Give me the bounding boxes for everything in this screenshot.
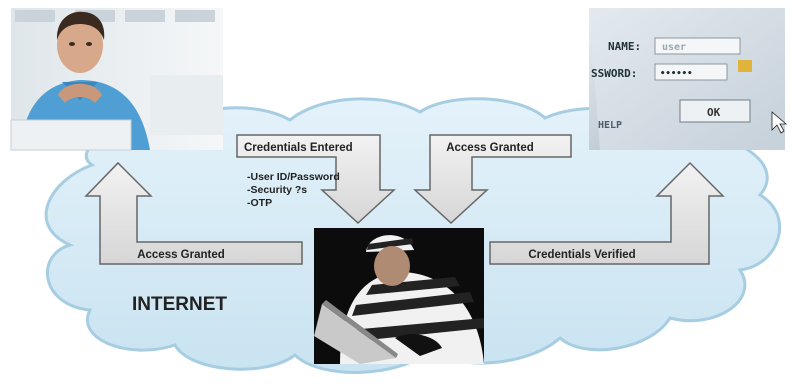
thief-photo <box>314 228 484 364</box>
login-name-value: user <box>662 42 686 53</box>
arrow-access-granted-left: Access Granted <box>84 161 303 265</box>
arrow-credentials-verified-label: Credentials Verified <box>528 249 635 261</box>
arrow-access-granted-top: Access Granted <box>413 134 572 225</box>
user-photo <box>10 8 223 151</box>
credential-item: -OTP <box>247 197 272 209</box>
arrow-credentials-entered-label: Credentials Entered <box>244 142 353 154</box>
login-help-label: HELP <box>598 120 622 131</box>
arrow-credentials-verified: Credentials Verified <box>489 161 725 265</box>
login-password-value: •••••• <box>660 69 693 79</box>
lock-icon <box>738 60 752 72</box>
arrow-credentials-entered: Credentials Entered <box>236 134 396 225</box>
credential-item: -User ID/Password <box>247 171 340 183</box>
login-screen-photo: NAME: user SSWORD: •••••• OK HELP <box>589 8 788 150</box>
login-password-label: SSWORD: <box>591 67 637 80</box>
login-name-label: NAME: <box>608 40 641 53</box>
credential-list: -User ID/Password -Security ?s -OTP <box>247 171 340 209</box>
credential-item: -Security ?s <box>247 184 307 196</box>
internet-label: INTERNET <box>132 294 227 315</box>
login-ok-button <box>679 99 751 123</box>
login-ok-label: OK <box>707 106 721 119</box>
cursor-icon <box>771 111 788 134</box>
arrow-access-granted-left-label: Access Granted <box>137 249 225 261</box>
arrow-access-granted-top-label: Access Granted <box>446 142 534 154</box>
